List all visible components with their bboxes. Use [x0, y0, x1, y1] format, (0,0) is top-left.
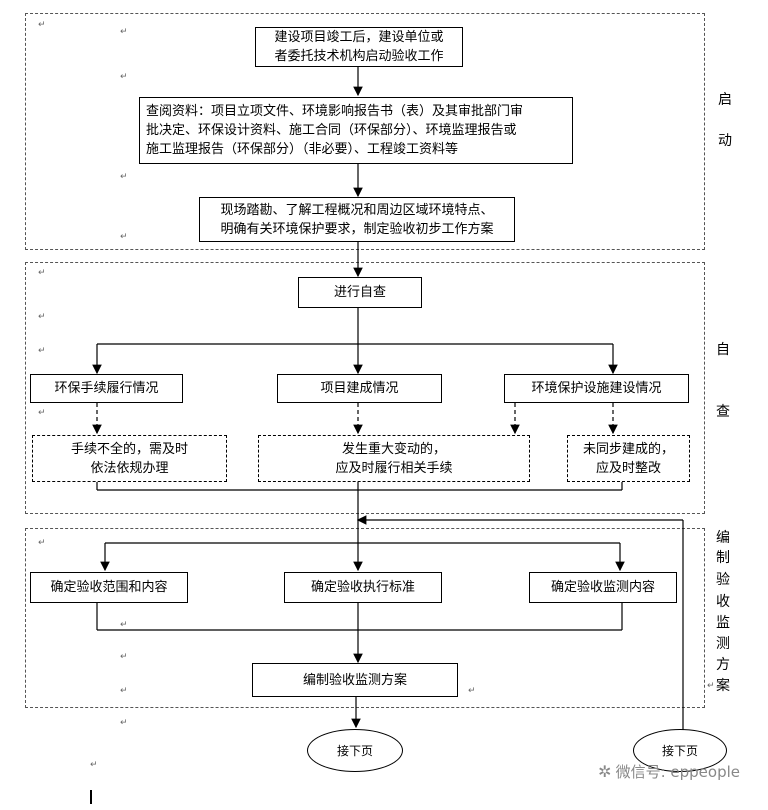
stage-label-plan-6: 测 — [716, 636, 730, 652]
watermark: ✲ 微信号: eppeople — [598, 761, 740, 782]
plan-final-box: 编制验收监测方案 — [252, 663, 458, 697]
region-start — [25, 13, 705, 250]
watermark-text: 微信号: eppeople — [615, 763, 740, 781]
start-box-launch: 建设项目竣工后，建设单位或 者委托技术机构启动验收工作 — [255, 27, 463, 67]
issue-major-change-box: 发生重大变动的， 应及时履行相关手续 — [258, 435, 530, 482]
return-mark: ↵ — [120, 27, 128, 37]
stage-label-plan-3: 验 — [716, 572, 730, 588]
stage-label-plan-2: 制 — [716, 550, 730, 566]
return-mark: ↵ — [120, 72, 128, 82]
return-mark: ↵ — [468, 686, 476, 696]
stage-label-selfcheck-1: 自 — [716, 342, 730, 358]
return-mark: ↵ — [38, 268, 46, 278]
stage-label-plan-5: 监 — [716, 615, 730, 631]
return-mark: ↵ — [120, 172, 128, 182]
issue-rectify-box: 未同步建成的， 应及时整改 — [567, 435, 690, 482]
stage-label-selfcheck-2: 查 — [716, 404, 730, 420]
return-mark: ↵ — [120, 686, 128, 696]
return-mark: ↵ — [38, 20, 46, 30]
next-page-ellipse-left: 接下页 — [307, 729, 403, 772]
return-mark: ↵ — [707, 681, 715, 691]
issue-procedures-box: 手续不全的，需及时 依法依规办理 — [32, 435, 227, 482]
start-box-site-survey: 现场踏勘、了解工程概况和周边区域环境特点、 明确有关环境保护要求，制定验收初步工… — [199, 197, 515, 242]
selfcheck-construction-box: 项目建成情况 — [277, 374, 442, 403]
plan-standards-box: 确定验收执行标准 — [284, 572, 442, 603]
plan-monitoring-box: 确定验收监测内容 — [529, 572, 677, 603]
return-mark: ↵ — [90, 760, 98, 770]
plan-scope-box: 确定验收范围和内容 — [30, 572, 188, 603]
stage-label-plan-1: 编 — [716, 530, 730, 546]
stage-label-start-1: 启 — [718, 92, 732, 108]
stage-label-plan-8: 案 — [716, 678, 730, 694]
stage-label-plan-4: 收 — [716, 594, 730, 610]
stage-label-start-2: 动 — [718, 133, 732, 149]
selfcheck-procedures-box: 环保手续履行情况 — [30, 374, 183, 403]
region-plan — [25, 528, 705, 708]
return-mark: ↵ — [120, 232, 128, 242]
return-mark: ↵ — [38, 312, 46, 322]
return-mark: ↵ — [38, 346, 46, 356]
selfcheck-main-box: 进行自查 — [298, 277, 422, 308]
wechat-icon: ✲ — [598, 762, 612, 781]
return-mark: ↵ — [120, 718, 128, 728]
text-cursor — [90, 790, 92, 804]
return-mark: ↵ — [120, 620, 128, 630]
next-page-ellipse-right: 接下页 — [633, 729, 727, 772]
region-selfcheck — [25, 262, 705, 514]
start-box-review-docs: 查阅资料：项目立项文件、环境影响报告书（表）及其审批部门审 批决定、环保设计资料… — [139, 97, 573, 164]
selfcheck-facilities-box: 环境保护设施建设情况 — [504, 374, 689, 403]
return-mark: ↵ — [120, 652, 128, 662]
return-mark: ↵ — [38, 408, 46, 418]
stage-label-plan-7: 方 — [716, 657, 730, 673]
return-mark: ↵ — [38, 538, 46, 548]
